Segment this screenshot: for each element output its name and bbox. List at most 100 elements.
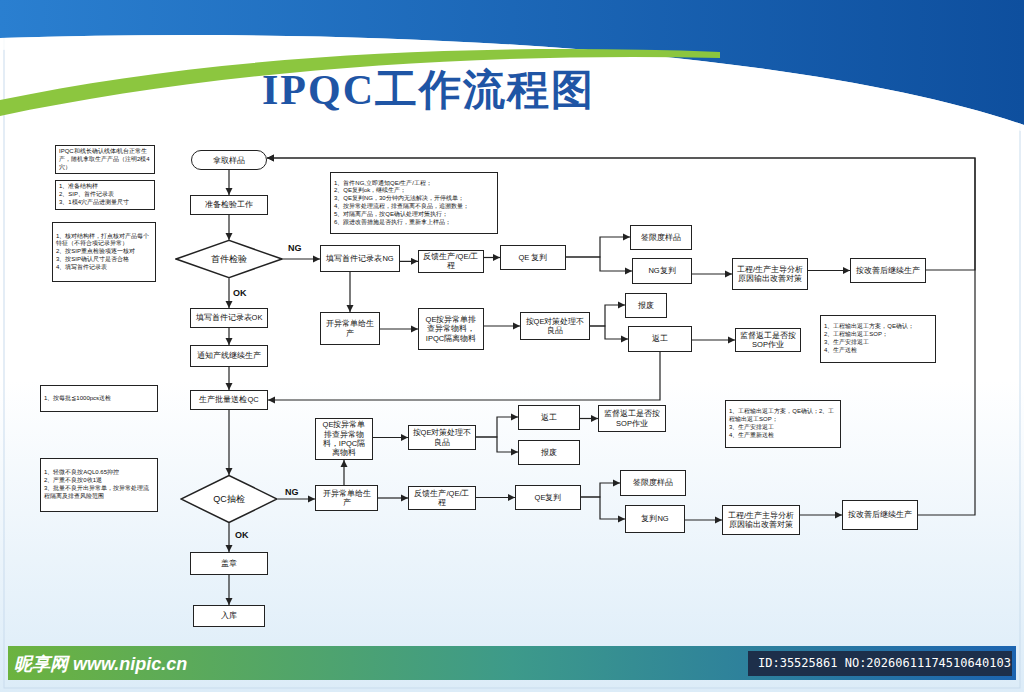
process-box: 签限度样品 xyxy=(620,470,686,496)
connector-arrow xyxy=(228,367,229,390)
connector-arrow xyxy=(580,418,598,419)
node-text: 返工 xyxy=(652,334,668,343)
process-box: 监督返工是否按SOP作业 xyxy=(735,328,801,352)
footer-id-plate xyxy=(748,651,1012,676)
node-text: 2、按SIP重点检验项逐一核对 xyxy=(56,248,152,256)
note-box: IPQC和线长确认线体/机台正常生产，随机拿取生产产品（注明2模4穴） xyxy=(55,145,155,174)
node-text: 1、核对结构样，打点核对产品每个特征（不符合项记录异常） xyxy=(56,233,152,249)
node-text: 返工 xyxy=(541,413,557,422)
node-text: 开异常单给生产 xyxy=(324,319,376,338)
diamond-shape xyxy=(176,240,282,277)
node-text: 按QE对策处理不良品 xyxy=(524,317,586,336)
process-box: 通知产线继续生产 xyxy=(190,345,268,367)
process-box: 按改善后继续生产 xyxy=(850,258,926,283)
connector-arrow xyxy=(484,257,500,258)
process-box: 按QE对策处理不良品 xyxy=(520,312,590,340)
edge-label: OK xyxy=(233,288,247,298)
connector-arrow xyxy=(228,278,229,308)
process-box: 开异常单给生产 xyxy=(315,485,378,511)
start-oval: 拿取样品 xyxy=(191,150,267,170)
connector-arrow xyxy=(228,523,229,552)
node-text: 首件检验 xyxy=(211,253,247,266)
node-text: 3、批量不良开出异常单，按异常处理流程隔离及排查风险范围 xyxy=(44,485,154,501)
process-box: 监督返工是否按SOP作业 xyxy=(598,405,666,432)
connector-arrow xyxy=(380,328,418,329)
node-text: IPQC和线长确认线体/机台正常生产，随机拿取生产产品（注明2模4穴） xyxy=(59,148,151,171)
connector-arrow xyxy=(228,410,229,475)
process-box: 填写首件记录表NG xyxy=(320,245,400,272)
connector-arrow xyxy=(692,339,735,340)
decision-diamond: 首件检验 xyxy=(175,240,283,278)
node-text: 4、填写首件记录表 xyxy=(56,264,152,272)
node-text: QE按异常单排查异常物料，IPQC隔离物料 xyxy=(319,420,369,458)
edge-label: NG xyxy=(288,243,302,253)
connector-arrow xyxy=(476,497,515,498)
process-box: 返工 xyxy=(628,326,692,352)
header-white-swoosh xyxy=(0,35,1024,132)
node-text: QE 复判 xyxy=(519,253,548,262)
note-box: 1、核对结构样，打点核对产品每个特征（不符合项记录异常）2、按SIP重点检验项逐… xyxy=(52,222,156,282)
watermark: 昵享网 www.nipic.cn xyxy=(14,652,187,676)
connector-arrow xyxy=(476,437,518,452)
node-text: 填写首件记录表OK xyxy=(196,313,263,322)
process-box: QE按异常单排查异常物料，IPQC隔离物料 xyxy=(418,308,484,350)
header-swoosh xyxy=(0,0,1024,125)
node-text: QE复判 xyxy=(535,493,562,502)
process-box: 返工 xyxy=(518,405,580,430)
process-box: 入库 xyxy=(193,605,265,627)
connector-arrow xyxy=(692,273,732,274)
node-text: 通知产线继续生产 xyxy=(197,351,261,360)
node-text: QC抽检 xyxy=(213,493,245,506)
note-box: 1、准备结构样2、SIP、首件记录表3、1模4穴产品进测量尺寸 xyxy=(55,180,155,210)
connector-arrow xyxy=(566,257,632,271)
node-text: 开异常单给生产 xyxy=(319,489,374,508)
process-box: 报废 xyxy=(625,293,667,318)
node-text: 准备检验工作 xyxy=(205,200,253,209)
node-text: 入库 xyxy=(221,611,237,620)
note-box: 1、按每批≦1000pcs送检 xyxy=(40,385,158,412)
connector-arrow xyxy=(283,258,320,259)
node-text: 生产批量送检QC xyxy=(199,395,258,404)
node-text: 4、生产重新送检 xyxy=(729,432,837,440)
node-text: 4、按异常处理流程，排查隔离不良品，追溯数量； xyxy=(334,203,494,211)
process-box: 按QE对策处理不良品 xyxy=(408,425,476,450)
connector-arrow xyxy=(267,158,975,515)
node-text: 3、QE复判NG，30分钟内无法解决，开停线单； xyxy=(334,195,494,203)
node-text: 1、按每批≦1000pcs送检 xyxy=(44,395,154,403)
diamond-shape xyxy=(181,475,277,522)
process-box: 反馈生产/QE/工程 xyxy=(418,250,484,273)
connector-arrow xyxy=(228,215,229,240)
node-text: 盖章 xyxy=(221,559,237,568)
node-text: 报废 xyxy=(541,448,557,457)
node-text: 按改善后继续生产 xyxy=(848,510,912,519)
node-text: 签限度样品 xyxy=(641,233,681,242)
page-title: IPQC工作流程图 xyxy=(262,62,595,118)
node-text: 报废 xyxy=(638,301,654,310)
node-text: 1、工程输出返工方案，QE确认；2、工程输出返工SOP； xyxy=(729,408,837,424)
watermark-id: ID:35525861 NO:20260611174510640103 xyxy=(758,656,1011,670)
process-box: 签限度样品 xyxy=(630,225,692,250)
process-box: QE按异常单排查异常物料，IPQC隔离物料 xyxy=(315,418,373,460)
node-text: 反馈生产/QE/工程 xyxy=(422,252,480,271)
note-box: 1、工程输出返工方案，QE确认；2、工程输出返工SOP；3、生产安排返工4、生产… xyxy=(820,315,936,363)
process-box: 按改善后继续生产 xyxy=(842,500,918,530)
connector-arrow xyxy=(484,325,520,326)
node-text: 2、SIP、首件记录表 xyxy=(59,191,151,199)
node-text: 反馈生产/QE/工程 xyxy=(412,489,472,508)
node-text: 2、QE复判ok，继续生产； xyxy=(334,187,494,195)
connector-arrow xyxy=(278,498,315,499)
note-box: 1、首件NG,立即通知QE/生产/工程；2、QE复判ok，继续生产；3、QE复判… xyxy=(330,172,498,234)
process-box: 填写首件记录表OK xyxy=(190,308,268,328)
connector-arrow xyxy=(228,328,229,345)
node-text: NG复判 xyxy=(648,266,675,275)
process-box: 开异常单给生产 xyxy=(320,312,380,345)
process-box: 工程/生产主导分析原因输出改善对策 xyxy=(722,505,800,535)
node-text: 5、对隔离产品，按QE确认处理对策执行； xyxy=(334,211,494,219)
connector-arrow xyxy=(590,326,628,339)
process-box: 盖章 xyxy=(190,552,268,575)
node-text: 6、跟进改善措施是否执行，重新拿上样品； xyxy=(334,219,494,227)
connector-arrow xyxy=(378,497,408,498)
connector-arrow xyxy=(349,272,350,312)
connector-arrow xyxy=(581,483,620,497)
connector-arrow xyxy=(581,497,625,519)
